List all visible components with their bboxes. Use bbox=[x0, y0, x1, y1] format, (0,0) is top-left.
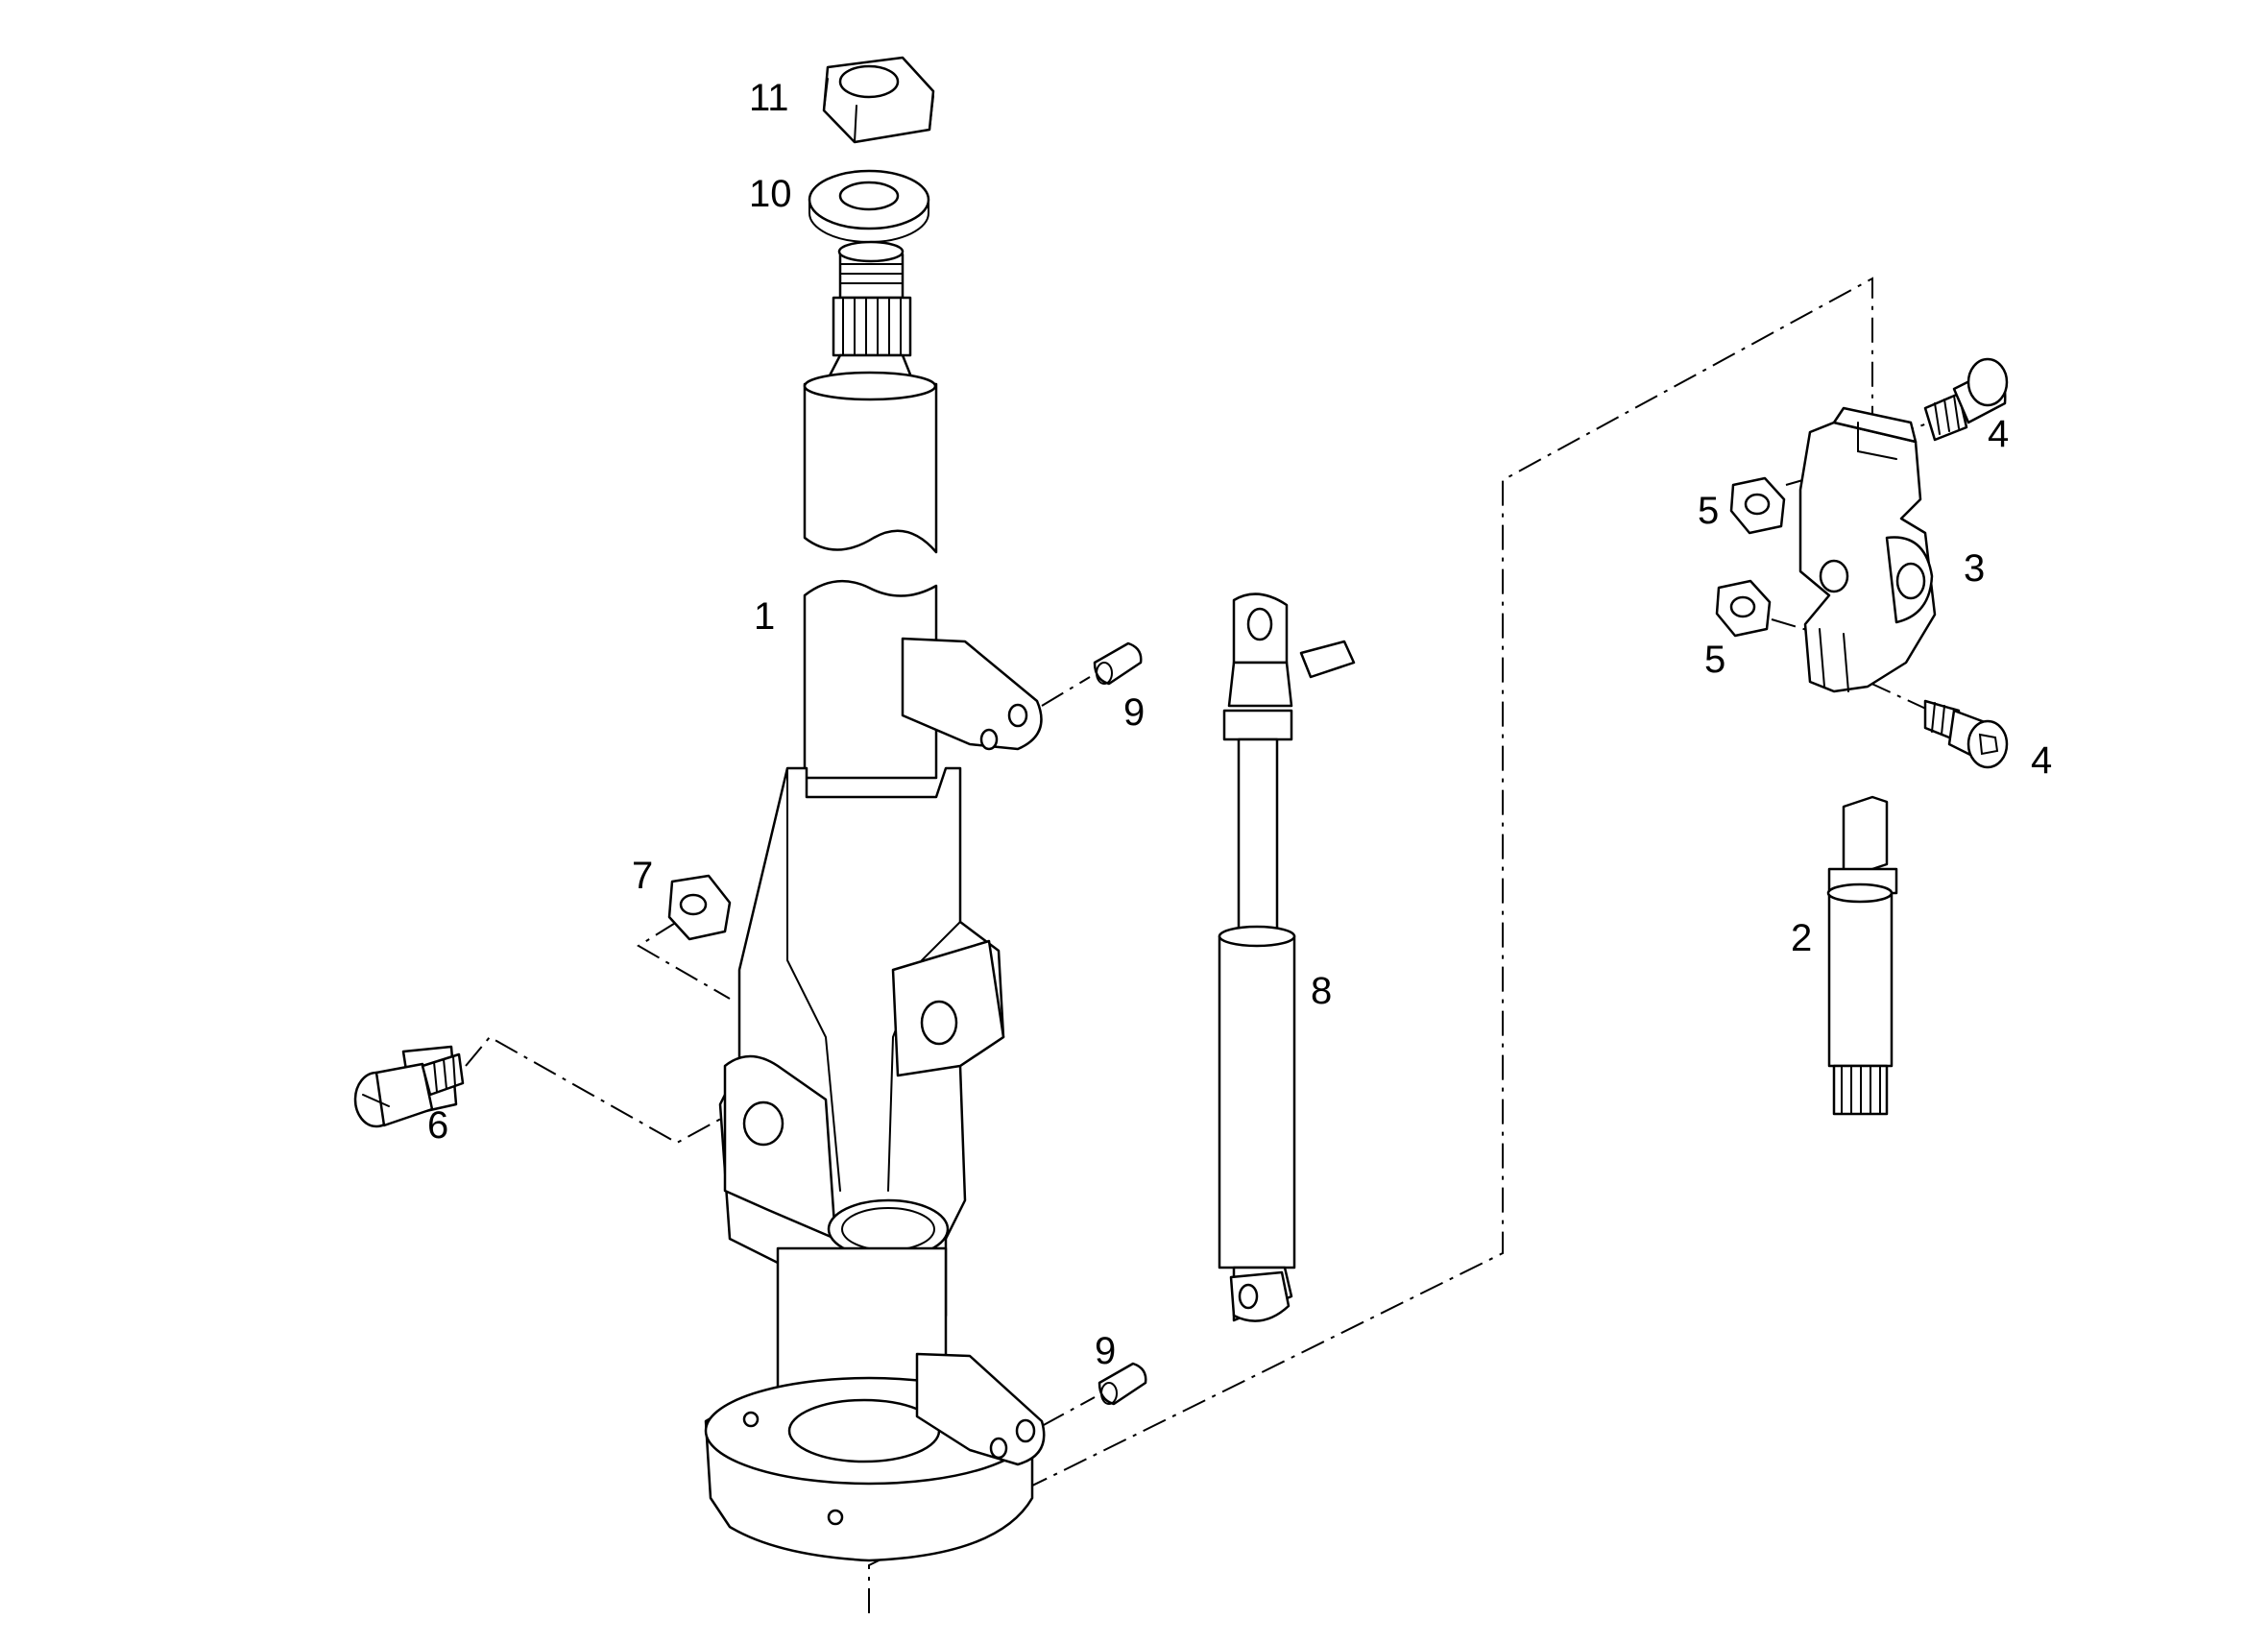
leader-line-pin-9-bottom bbox=[1041, 1396, 1096, 1427]
pin-9-top bbox=[1093, 641, 1143, 686]
hex-nut-11 bbox=[822, 56, 935, 144]
callout-4-bottom: 4 bbox=[2031, 739, 2052, 782]
gas-spring-8 bbox=[1218, 592, 1356, 1322]
leader-line-screw-4-bottom bbox=[1867, 681, 1931, 712]
lock-nut-5-bottom bbox=[1715, 579, 1772, 638]
leader-line-main bbox=[868, 277, 1873, 1613]
leader-line-screw-6 bbox=[465, 1035, 731, 1145]
callout-4-top: 4 bbox=[1988, 413, 2009, 455]
steering-column-1 bbox=[704, 240, 1046, 1562]
universal-joint-3 bbox=[1798, 406, 1937, 693]
callout-5-top: 5 bbox=[1698, 490, 1719, 532]
callout-9-bottom: 9 bbox=[1095, 1330, 1116, 1372]
leader-line-pin-9-top bbox=[1041, 676, 1091, 707]
slotted-screw-6 bbox=[353, 1045, 465, 1128]
lock-nut-5-top bbox=[1729, 476, 1786, 535]
splined-shaft-2 bbox=[1826, 795, 1898, 1116]
callout-9-top: 9 bbox=[1123, 691, 1145, 734]
pin-9-bottom bbox=[1098, 1362, 1147, 1406]
callout-11: 11 bbox=[749, 77, 789, 119]
leader-line-nut-5-bottom bbox=[1771, 618, 1821, 635]
socket-head-screw-4-bottom bbox=[1923, 699, 2009, 769]
callout-8: 8 bbox=[1311, 970, 1332, 1012]
callout-6: 6 bbox=[427, 1104, 448, 1147]
callout-7: 7 bbox=[632, 855, 653, 897]
hex-nut-7 bbox=[667, 874, 732, 941]
washer-10 bbox=[808, 169, 930, 243]
leader-line-nut-7 bbox=[637, 921, 731, 1000]
callout-10: 10 bbox=[749, 173, 792, 215]
callout-1: 1 bbox=[754, 595, 775, 638]
socket-head-screw-4-top bbox=[1923, 357, 2009, 442]
callout-5-bottom: 5 bbox=[1704, 639, 1725, 681]
leader-lines bbox=[465, 277, 1931, 1613]
callout-3: 3 bbox=[1964, 547, 1985, 590]
callout-labels: 1 2 3 4 4 5 5 6 7 8 9 9 10 11 bbox=[427, 77, 2052, 1372]
callout-2: 2 bbox=[1791, 917, 1812, 959]
